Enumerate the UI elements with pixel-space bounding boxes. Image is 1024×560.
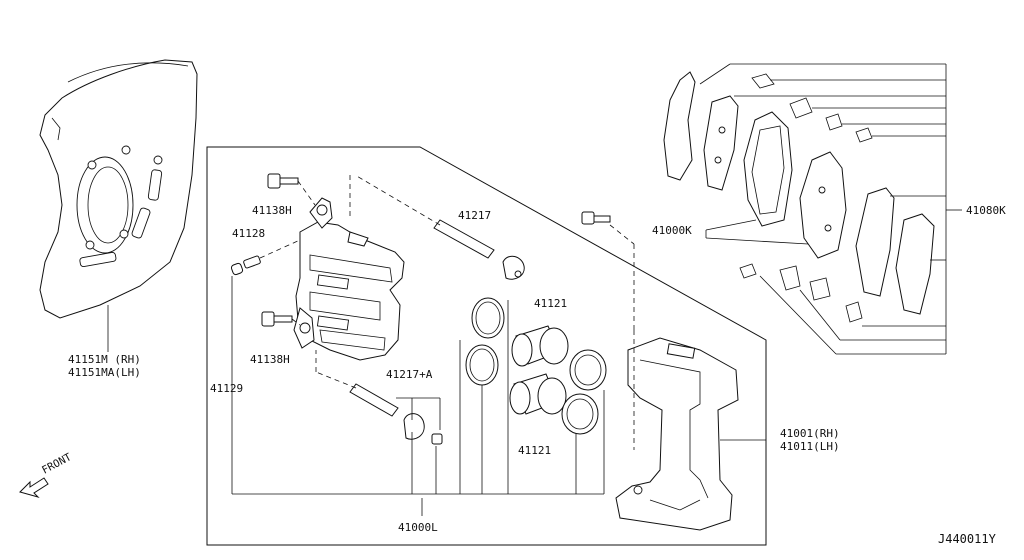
label-bracket-lh[interactable]: 41011(LH) — [780, 440, 840, 453]
piston-upper-illustration — [511, 325, 569, 367]
label-pin-lower[interactable]: 41217+A — [386, 368, 433, 381]
pin-lower-illustration — [315, 371, 443, 445]
piston-lower-illustration — [509, 373, 567, 415]
label-bolt-upper[interactable]: 41138H — [252, 204, 292, 217]
label-bleeder[interactable]: 41128 — [232, 227, 266, 240]
dust-boot-upper-illustration — [569, 349, 607, 391]
caliper-body-illustration — [293, 197, 405, 361]
label-shield-lh[interactable]: 41151MA(LH) — [68, 366, 141, 379]
label-pad-kit[interactable]: 41000K — [652, 224, 692, 237]
bolt-upper-illustration — [267, 173, 316, 206]
label-piston-lower[interactable]: 41121 — [518, 444, 552, 457]
shim-kit-leaders — [699, 63, 962, 355]
label-pin-upper[interactable]: 41217 — [458, 209, 492, 222]
kit-41000L-leaders — [232, 300, 605, 516]
bolt-lower-illustration — [261, 311, 301, 327]
diagram-id: J440011Y — [938, 532, 996, 546]
label-shield-rh[interactable]: 41151M (RH) — [68, 353, 141, 366]
label-caliper-kit[interactable]: 41000L — [398, 521, 438, 534]
label-bolt-lower[interactable]: 41138H — [250, 353, 290, 366]
piston-seal-upper-illustration — [471, 297, 505, 339]
brake-pad-shims-illustration — [663, 71, 935, 323]
label-cap[interactable]: 41129 — [210, 382, 244, 395]
pad-kit-leader — [705, 219, 809, 245]
caliper-bracket-illustration — [615, 330, 766, 531]
dust-boot-lower-illustration — [561, 393, 599, 435]
label-shim-kit[interactable]: 41080K — [966, 204, 1006, 217]
bleeder-illustration — [230, 239, 301, 494]
piston-seal-lower-illustration — [465, 344, 499, 386]
front-direction-arrow — [19, 477, 49, 498]
label-piston-upper[interactable]: 41121 — [534, 297, 568, 310]
pin-upper-illustration — [354, 174, 525, 280]
label-bracket-rh[interactable]: 41001(RH) — [780, 427, 840, 440]
bracket-bolt-illustration — [581, 211, 635, 330]
dust-shield-illustration — [39, 59, 198, 352]
caliper-group-frame — [206, 146, 767, 546]
